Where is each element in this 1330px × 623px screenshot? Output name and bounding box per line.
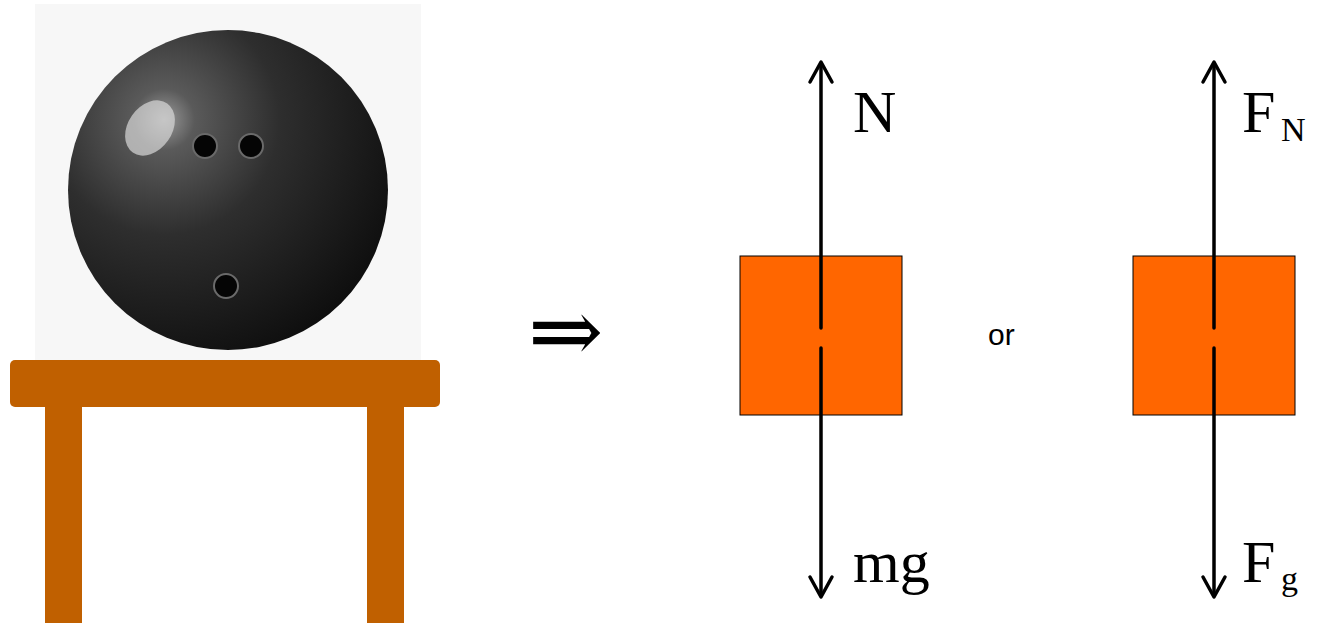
connective-word: or <box>988 320 1015 350</box>
table <box>10 360 440 623</box>
free-body-diagram <box>740 62 902 597</box>
force-symbol: F <box>1242 82 1275 142</box>
force-label: mg <box>853 532 930 592</box>
free-body-diagram <box>1133 62 1295 597</box>
force-label: N <box>853 82 896 142</box>
force-subscript: N <box>1281 113 1306 147</box>
force-symbol: F <box>1242 532 1275 592</box>
force-subscript: g <box>1281 562 1298 596</box>
photo-background <box>35 4 421 362</box>
implies-arrow: ⇒ <box>528 286 603 376</box>
bowling-ball <box>68 30 388 350</box>
